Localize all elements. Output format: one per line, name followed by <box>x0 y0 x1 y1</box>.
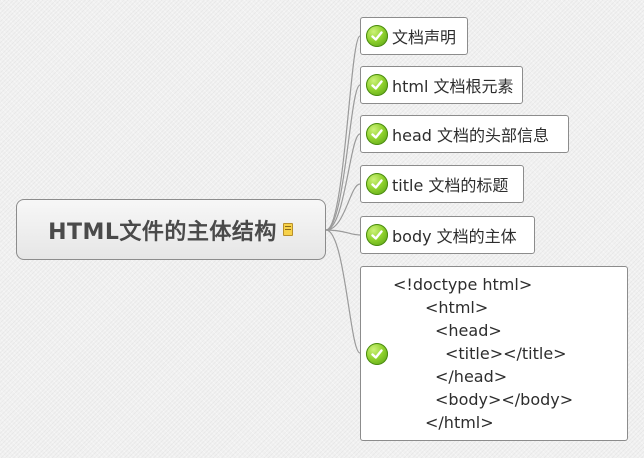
code-line: <body></body> <box>435 390 574 409</box>
code-line: <title></title> <box>445 344 567 363</box>
connector-3 <box>325 133 361 231</box>
topic-html-root[interactable]: html 文档根元素 <box>360 66 523 104</box>
code-line: </html> <box>425 413 494 432</box>
code-line: <html> <box>425 298 489 317</box>
topic-label: html 文档根元素 <box>392 77 514 96</box>
topic-code-skeleton[interactable]: <!doctype html> <html> <head> <title></t… <box>360 266 628 441</box>
topic-label: head 文档的头部信息 <box>392 126 550 145</box>
code-line: <!doctype html> <box>393 275 533 294</box>
root-topic[interactable]: HTML文件的主体结构 <box>16 199 326 260</box>
connector-6 <box>325 229 361 354</box>
connector-1 <box>325 35 361 231</box>
connector-2 <box>325 84 361 231</box>
topic-label: title 文档的标题 <box>392 176 509 195</box>
topic-body[interactable]: body 文档的主体 <box>360 216 535 254</box>
topic-title[interactable]: title 文档的标题 <box>360 165 524 203</box>
topic-doc-declaration[interactable]: 文档声明 <box>360 17 468 55</box>
checkmark-icon <box>366 224 388 246</box>
code-block: <!doctype html> <html> <head> <title></t… <box>393 273 573 434</box>
code-line: </head> <box>435 367 508 386</box>
checkmark-icon <box>366 25 388 47</box>
root-title: HTML文件的主体结构 <box>48 219 277 245</box>
checkmark-icon <box>366 123 388 145</box>
topic-head[interactable]: head 文档的头部信息 <box>360 115 569 153</box>
connector-4 <box>325 183 361 231</box>
topic-label: body 文档的主体 <box>392 227 517 246</box>
code-line: <head> <box>435 321 502 340</box>
connector-5 <box>325 229 361 236</box>
checkmark-icon <box>366 343 388 365</box>
checkmark-icon <box>366 74 388 96</box>
topic-label: 文档声明 <box>392 28 457 47</box>
note-icon[interactable] <box>282 222 294 237</box>
checkmark-icon <box>366 173 388 195</box>
